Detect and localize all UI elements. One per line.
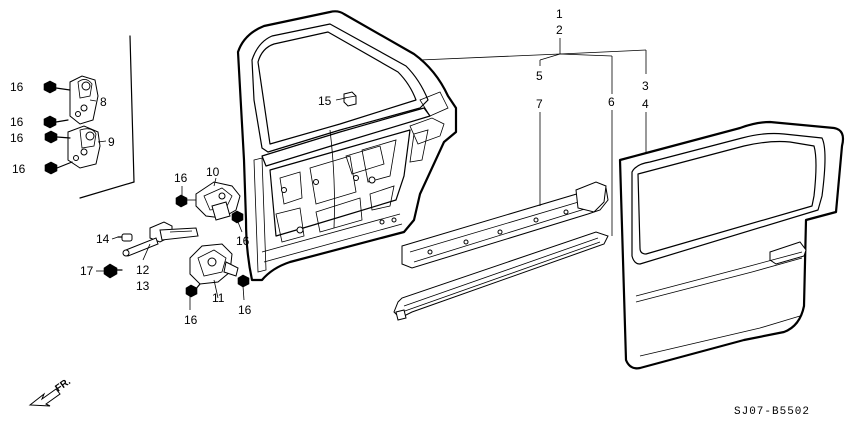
callout-9: 9 [108,135,115,149]
callout-16-c: 16 [10,131,24,145]
weatherstrip-6 [393,231,609,321]
diagram-code: SJ07-B5502 [734,406,810,418]
callout-7: 7 [536,97,543,111]
bolt-16-d [44,161,73,175]
bolt-16-a [43,80,71,94]
callout-11: 11 [212,291,225,305]
lower-hinge-9 [67,125,101,169]
callout-4: 4 [642,97,649,111]
callout-15: 15 [318,94,332,108]
upper-hinge-8 [69,75,99,125]
callout-16-g: 16 [184,313,198,327]
callout-13: 13 [136,279,150,293]
bolt-16-h [237,274,250,288]
callout-10: 10 [206,165,220,179]
pin-14 [117,233,133,242]
callout-16-a: 16 [10,80,24,94]
sill-garnish-5-7 [401,181,609,269]
callout-16-d: 16 [12,162,26,176]
callout-6: 6 [608,95,615,109]
callout-3: 3 [642,79,649,93]
door-checker-12 [122,221,199,257]
callout-5: 5 [536,69,543,83]
group-divider-bottom [79,181,135,199]
bolt-16-e [175,194,188,208]
callout-2: 2 [556,23,563,37]
door-hinge-10 [184,181,241,221]
grommet-15 [343,91,357,107]
bolt-16-b [43,115,69,129]
group-divider [129,35,135,183]
outer-door-skin-3-4 [618,120,845,370]
front-direction-arrow: FR. [28,376,73,407]
callout-12: 12 [136,263,150,277]
callout-16-e: 16 [174,171,188,185]
callout-17: 17 [80,264,94,278]
bolt-16-g [185,283,201,298]
door-hinge-11 [189,243,239,285]
callout-16-f: 16 [236,234,250,248]
callout-16-h: 16 [238,303,252,317]
leader-lines [89,38,647,310]
callout-8: 8 [100,95,107,109]
bolt-16-c [44,130,71,144]
bolt-16-f [231,210,244,224]
bolt-17 [103,263,123,279]
callout-16-b: 16 [10,115,24,129]
callout-1: 1 [556,7,563,21]
callout-14: 14 [96,232,110,246]
door-panel-inner [236,10,458,282]
